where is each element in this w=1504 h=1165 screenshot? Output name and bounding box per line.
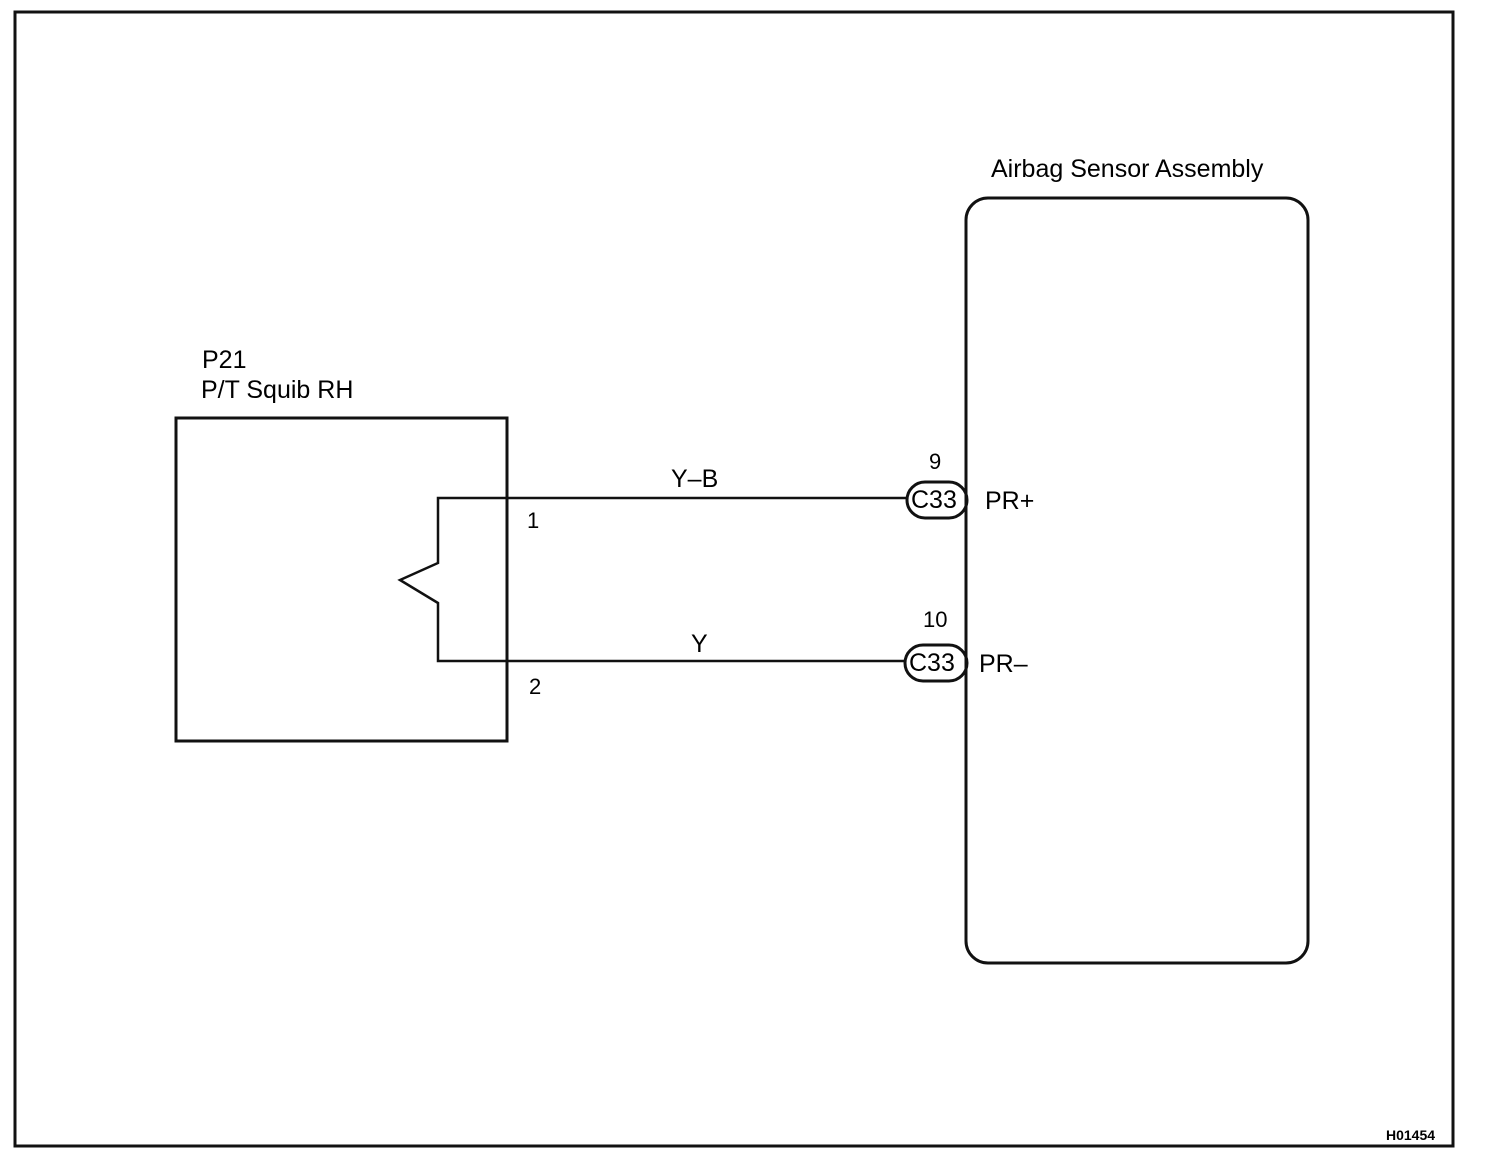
squib-pin-2: 2 bbox=[529, 674, 542, 699]
sensor-box bbox=[964, 196, 1310, 965]
wire-color-label-2: Y bbox=[691, 630, 708, 658]
outer-frame bbox=[13, 10, 1455, 1148]
diagram-id: H01454 bbox=[1386, 1127, 1436, 1143]
squib-igniter-symbol bbox=[397, 496, 507, 663]
squib-code: P21 bbox=[202, 346, 247, 374]
squib-box bbox=[174, 416, 509, 743]
squib-pin-1: 1 bbox=[527, 508, 540, 533]
terminal-label-2: PR– bbox=[979, 650, 1028, 678]
terminal-label-1: PR+ bbox=[985, 487, 1035, 515]
connector-pin-number-2: 10 bbox=[923, 607, 948, 632]
squib-name: P/T Squib RH bbox=[201, 376, 354, 404]
connector-code-1: C33 bbox=[911, 486, 957, 514]
connector-pin-number-1: 9 bbox=[929, 449, 942, 474]
wire-color-label-1: Y–B bbox=[671, 465, 719, 493]
sensor-title: Airbag Sensor Assembly bbox=[991, 155, 1264, 183]
connector-code-2: C33 bbox=[909, 649, 955, 677]
